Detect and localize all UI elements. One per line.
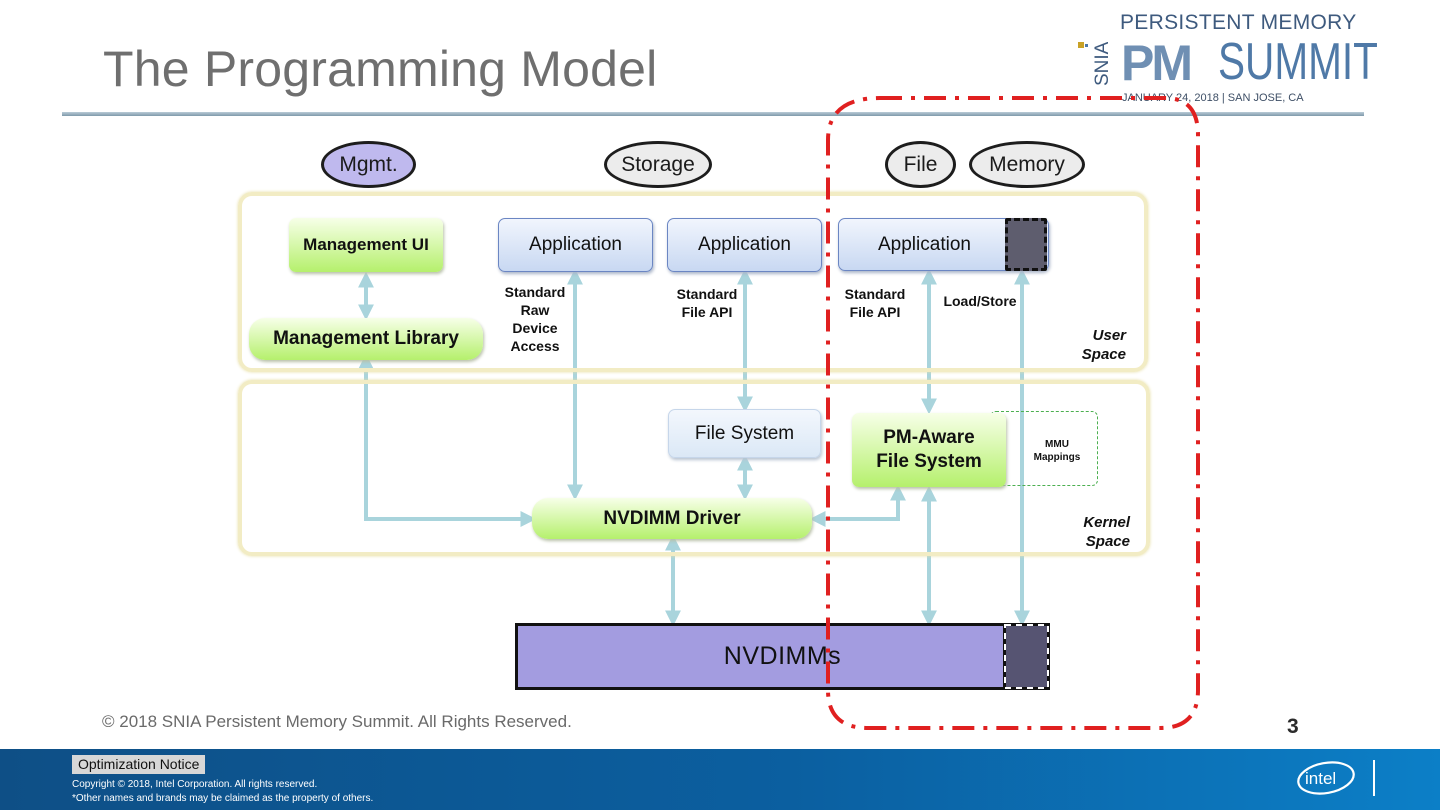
arrow-library-driver xyxy=(358,353,537,527)
intel-logo-text: intel xyxy=(1305,769,1336,788)
raw-line-2: Raw xyxy=(520,302,550,318)
footer-divider xyxy=(1373,760,1375,796)
page-number: 3 xyxy=(1287,715,1299,738)
label-user-space: User Space xyxy=(1062,326,1126,364)
category-storage: Storage xyxy=(604,141,712,188)
management-library-box: Management Library xyxy=(249,318,483,360)
nvdimms-label: NVDIMMs xyxy=(723,642,842,670)
nvdimm-dashed-border xyxy=(1004,624,1049,689)
intel-logo-icon: intel xyxy=(1297,761,1355,795)
file-system-box: File System xyxy=(668,409,821,458)
kernel-space-line-2: Space xyxy=(1085,533,1130,550)
raw-line-3: Device xyxy=(512,320,558,336)
snia-logo-icon: SNIA xyxy=(1078,42,1113,86)
application-box-raw: Application xyxy=(498,218,653,272)
user-space-line-1: User xyxy=(1092,327,1126,344)
logo-persistent-memory: PERSISTENT MEMORY xyxy=(1120,11,1357,34)
pm-aware-line-1: PM-Aware xyxy=(883,427,975,448)
logo-pm: PM xyxy=(1121,35,1193,91)
nvdimms-bar xyxy=(515,623,1050,690)
arrow-driver-pmfs xyxy=(809,484,906,527)
slide-copyright: © 2018 SNIA Persistent Memory Summit. Al… xyxy=(102,712,572,731)
label-standard-file-api-1: Standard File API xyxy=(672,285,742,321)
application-box-pm-label: Application xyxy=(878,233,971,255)
raw-line-1: Standard xyxy=(504,284,566,300)
mmu-line-1: MMU xyxy=(1045,439,1069,450)
title-divider xyxy=(62,112,1364,116)
label-mmu-mappings: MMU Mappings xyxy=(1028,438,1086,464)
mmu-line-2: Mappings xyxy=(1033,452,1081,463)
label-load-store: Load/Store xyxy=(943,293,1017,309)
pm-aware-line-2: File System xyxy=(876,451,982,472)
category-memory: Memory xyxy=(969,141,1085,188)
app-memory-region xyxy=(1005,218,1047,271)
management-ui-box: Management UI xyxy=(289,218,443,272)
user-space-zone xyxy=(238,192,1148,372)
logo-summit: SUMMIT xyxy=(1218,33,1378,91)
raw-line-4: Access xyxy=(510,338,560,354)
kernel-space-line-1: Kernel xyxy=(1083,514,1130,531)
fileapi2-line-1: Standard xyxy=(844,286,906,302)
slide-title: The Programming Model xyxy=(103,41,658,97)
footer-copyright-line-2: *Other names and brands may be claimed a… xyxy=(72,793,374,804)
nvdimm-driver-box: NVDIMM Driver xyxy=(532,498,812,539)
intel-footer-bar xyxy=(0,749,1440,810)
fileapi1-line-1: Standard xyxy=(676,286,738,302)
label-standard-file-api-2: Standard File API xyxy=(840,285,910,321)
fileapi1-line-2: File API xyxy=(681,304,733,320)
kernel-space-zone xyxy=(238,380,1150,556)
logo-snia-text: SNIA xyxy=(1092,42,1113,86)
pm-aware-file-system-box: PM-Aware File System xyxy=(852,413,1006,487)
fileapi2-line-2: File API xyxy=(849,304,901,320)
category-mgmt: Mgmt. xyxy=(321,141,416,188)
label-kernel-space: Kernel Space xyxy=(1062,513,1130,551)
category-file: File xyxy=(885,141,956,188)
user-space-line-2: Space xyxy=(1081,346,1126,363)
footer-copyright-line-1: Copyright © 2018, Intel Corporation. All… xyxy=(72,779,318,790)
optimization-notice-link[interactable]: Optimization Notice xyxy=(72,755,206,774)
logo-date: JANUARY 24, 2018 | SAN JOSE, CA xyxy=(1122,92,1304,104)
application-box-file: Application xyxy=(667,218,822,272)
label-raw-device-access: Standard Raw Device Access xyxy=(500,283,570,355)
